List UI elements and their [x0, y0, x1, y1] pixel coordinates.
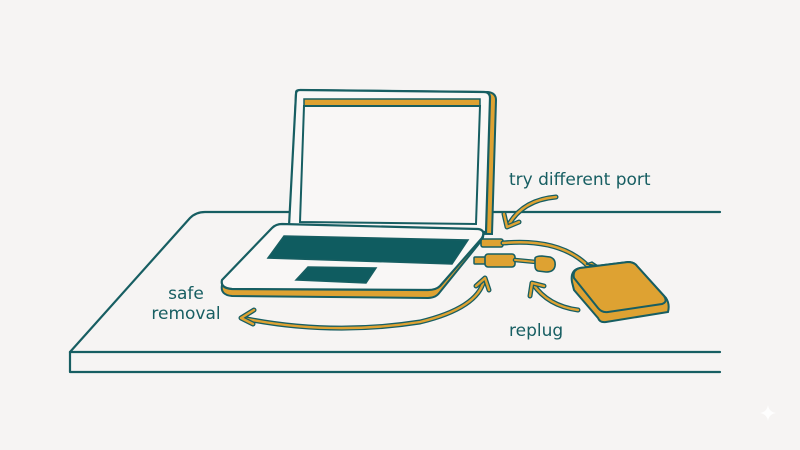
label-safe-removal: safe removal — [141, 284, 231, 324]
label-safe-removal-line2: removal — [151, 304, 221, 324]
label-try-different-port: try different port — [509, 170, 651, 190]
laptop-icon — [220, 88, 498, 300]
label-replug: replug — [509, 321, 564, 341]
external-drive-icon — [570, 260, 670, 324]
arrow-icon — [527, 280, 581, 313]
arrow-icon — [501, 194, 559, 230]
arrows — [238, 194, 581, 331]
label-safe-removal-line1: safe — [168, 284, 204, 304]
sparkle-icon — [760, 405, 776, 421]
usb-cable-icon — [480, 238, 591, 269]
arrow-icon — [238, 275, 492, 331]
usb-plug-icon — [473, 253, 556, 273]
